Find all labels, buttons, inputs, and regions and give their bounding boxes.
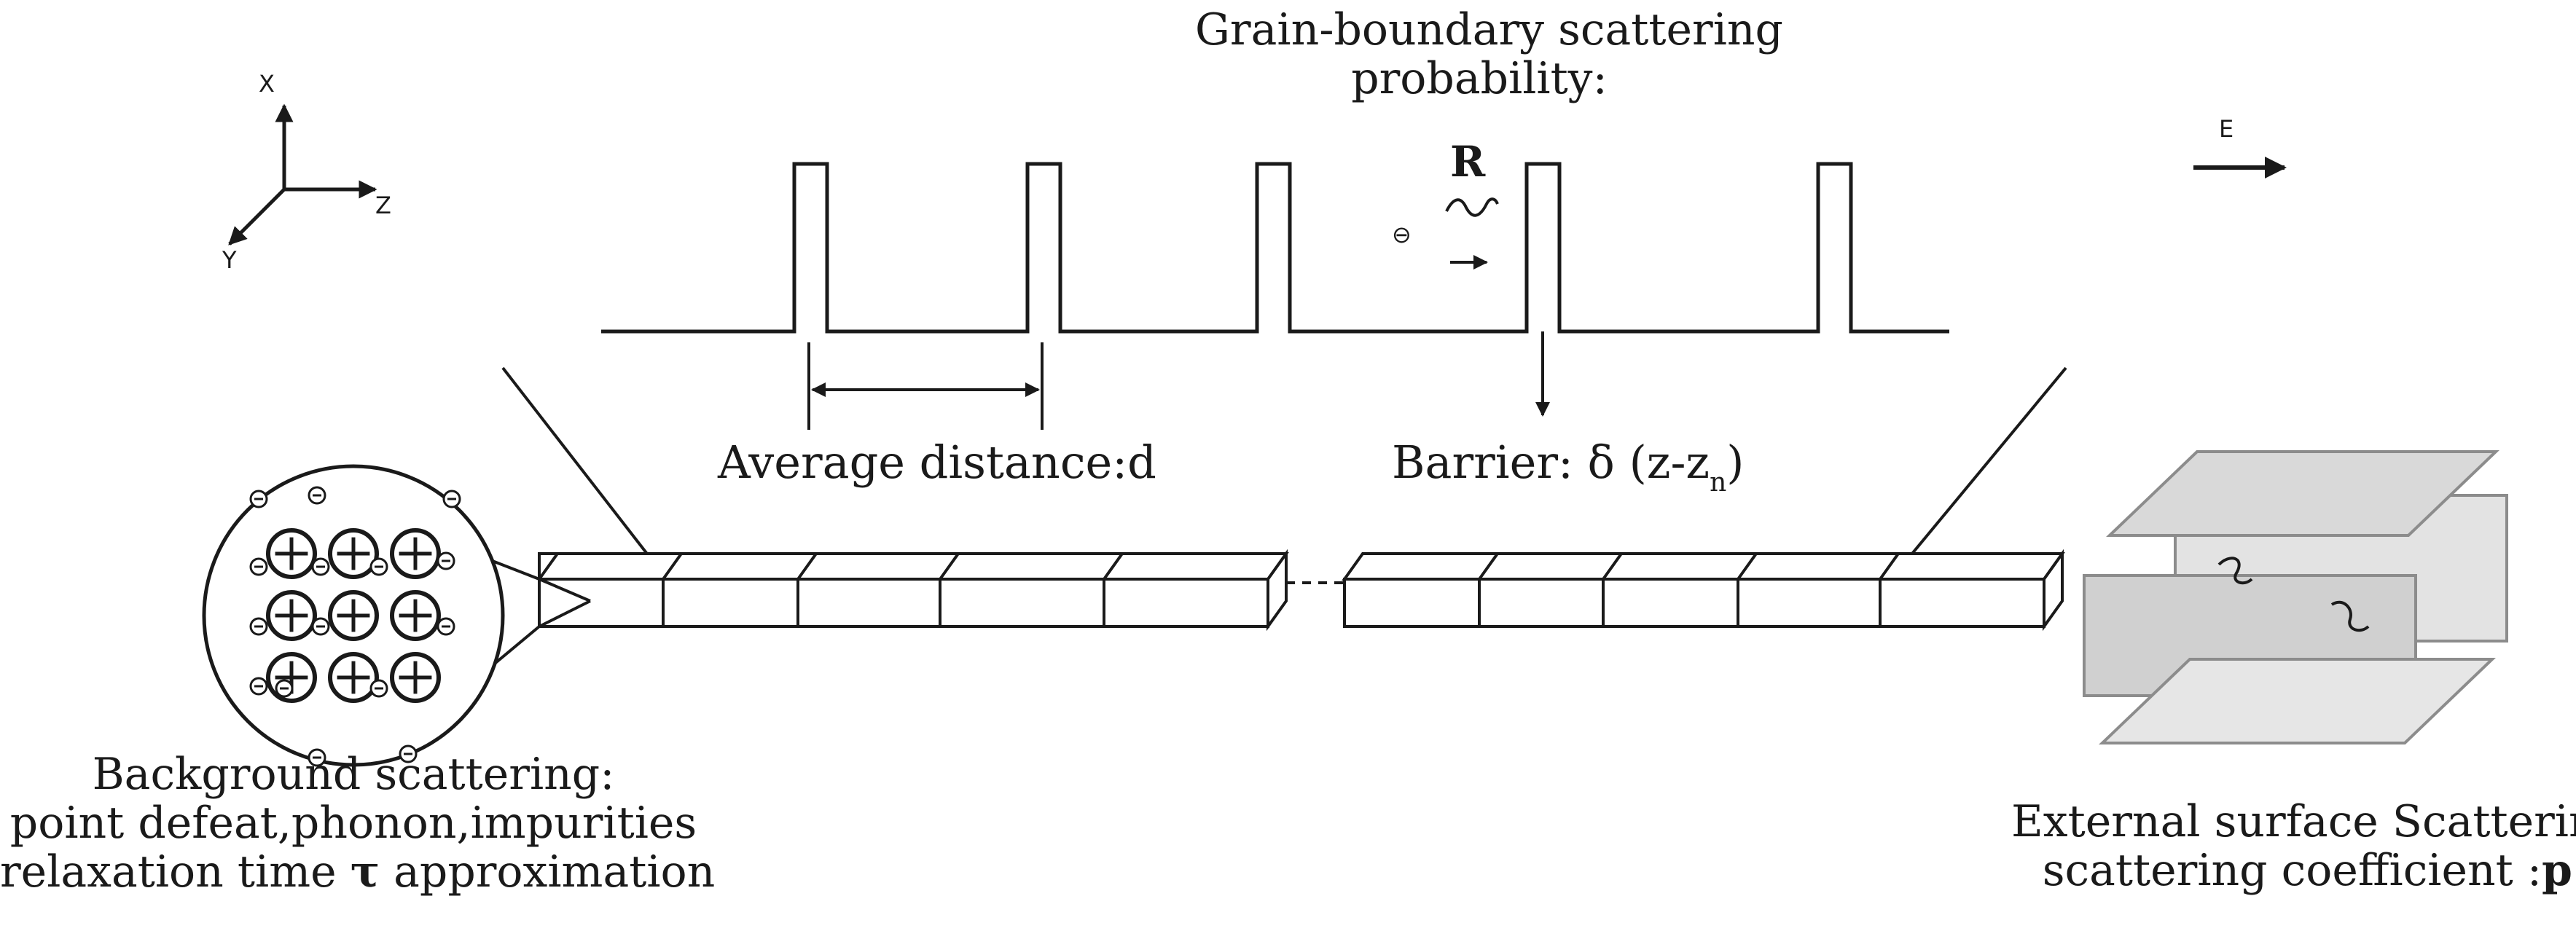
- electron-icon: [308, 486, 326, 505]
- electron-icon: [311, 557, 330, 576]
- electron-icon: [249, 677, 268, 696]
- reflection-illustration: [1445, 197, 1499, 270]
- ion-icon: [390, 528, 441, 579]
- potential-profile: [601, 162, 1949, 334]
- external-surface-line2: scattering coefficient :p: [2042, 845, 2572, 897]
- electron-icon: [311, 617, 330, 636]
- wire-right: [1342, 549, 2065, 632]
- electron-icon: [369, 557, 388, 576]
- lattice-ions: [266, 528, 441, 703]
- average-distance-label: Average distance:d: [718, 436, 1156, 489]
- electron-icon: [249, 617, 268, 636]
- z-axis-label: Z: [375, 192, 391, 219]
- barrier-label: Barrier: δ (z-zn): [1392, 436, 1745, 498]
- average-distance-marker: [807, 342, 1044, 430]
- electron-icon: [275, 679, 294, 698]
- surface-planes: [2083, 450, 2508, 744]
- electron-icon: [442, 490, 461, 508]
- zoom-lines: [501, 366, 2067, 581]
- ion-icon: [390, 590, 441, 641]
- lattice-electrons: [249, 486, 461, 767]
- electron-icon: [399, 744, 418, 763]
- x-axis-label: X: [259, 70, 275, 98]
- ion-icon: [328, 590, 379, 641]
- bottom-plane: [2099, 658, 2496, 744]
- field-label: E: [2219, 115, 2234, 143]
- electron-icon: [249, 557, 268, 576]
- ion-icon: [390, 652, 441, 703]
- electron-icon: ⊖: [1392, 221, 1412, 248]
- electron-icon: [436, 617, 455, 636]
- electron-icon: [249, 490, 268, 508]
- external-surface-line1: External surface Scattering: [2011, 796, 2576, 847]
- y-axis-label: Y: [222, 246, 237, 274]
- background-line2: point defeat,phonon,impurities: [9, 798, 697, 849]
- ion-icon: [266, 528, 317, 579]
- electron-icon: [436, 551, 455, 570]
- wire-left: [538, 549, 1289, 632]
- external-surface-caption: External surface Scattering scattering c…: [2011, 796, 2576, 897]
- coordinate-axes: [228, 103, 377, 245]
- background-line3: relaxation time τ approximation: [0, 846, 716, 898]
- reflection-symbol: R: [1450, 137, 1486, 186]
- grain-boundary-title: Grain-boundary scattering probability:: [1195, 4, 1783, 105]
- reflected-wave-icon: [1445, 197, 1499, 217]
- electron-icon: [308, 748, 326, 767]
- background-line1: Background scattering:: [92, 749, 615, 800]
- grain-boundary-title-line1: Grain-boundary scattering: [1195, 4, 1783, 55]
- ion-icon: [266, 590, 317, 641]
- ion-icon: [328, 652, 379, 703]
- y-axis-arrow: [228, 188, 286, 245]
- ion-icon: [328, 528, 379, 579]
- electron-icon: [369, 679, 388, 698]
- top-plane: [2106, 450, 2499, 537]
- surface-electron-paths: [2217, 557, 2370, 632]
- lattice-circle: [202, 464, 505, 767]
- background-scattering-caption: Background scattering: point defeat,phon…: [0, 749, 716, 898]
- grain-boundary-title-line2: probability:: [1351, 53, 1608, 105]
